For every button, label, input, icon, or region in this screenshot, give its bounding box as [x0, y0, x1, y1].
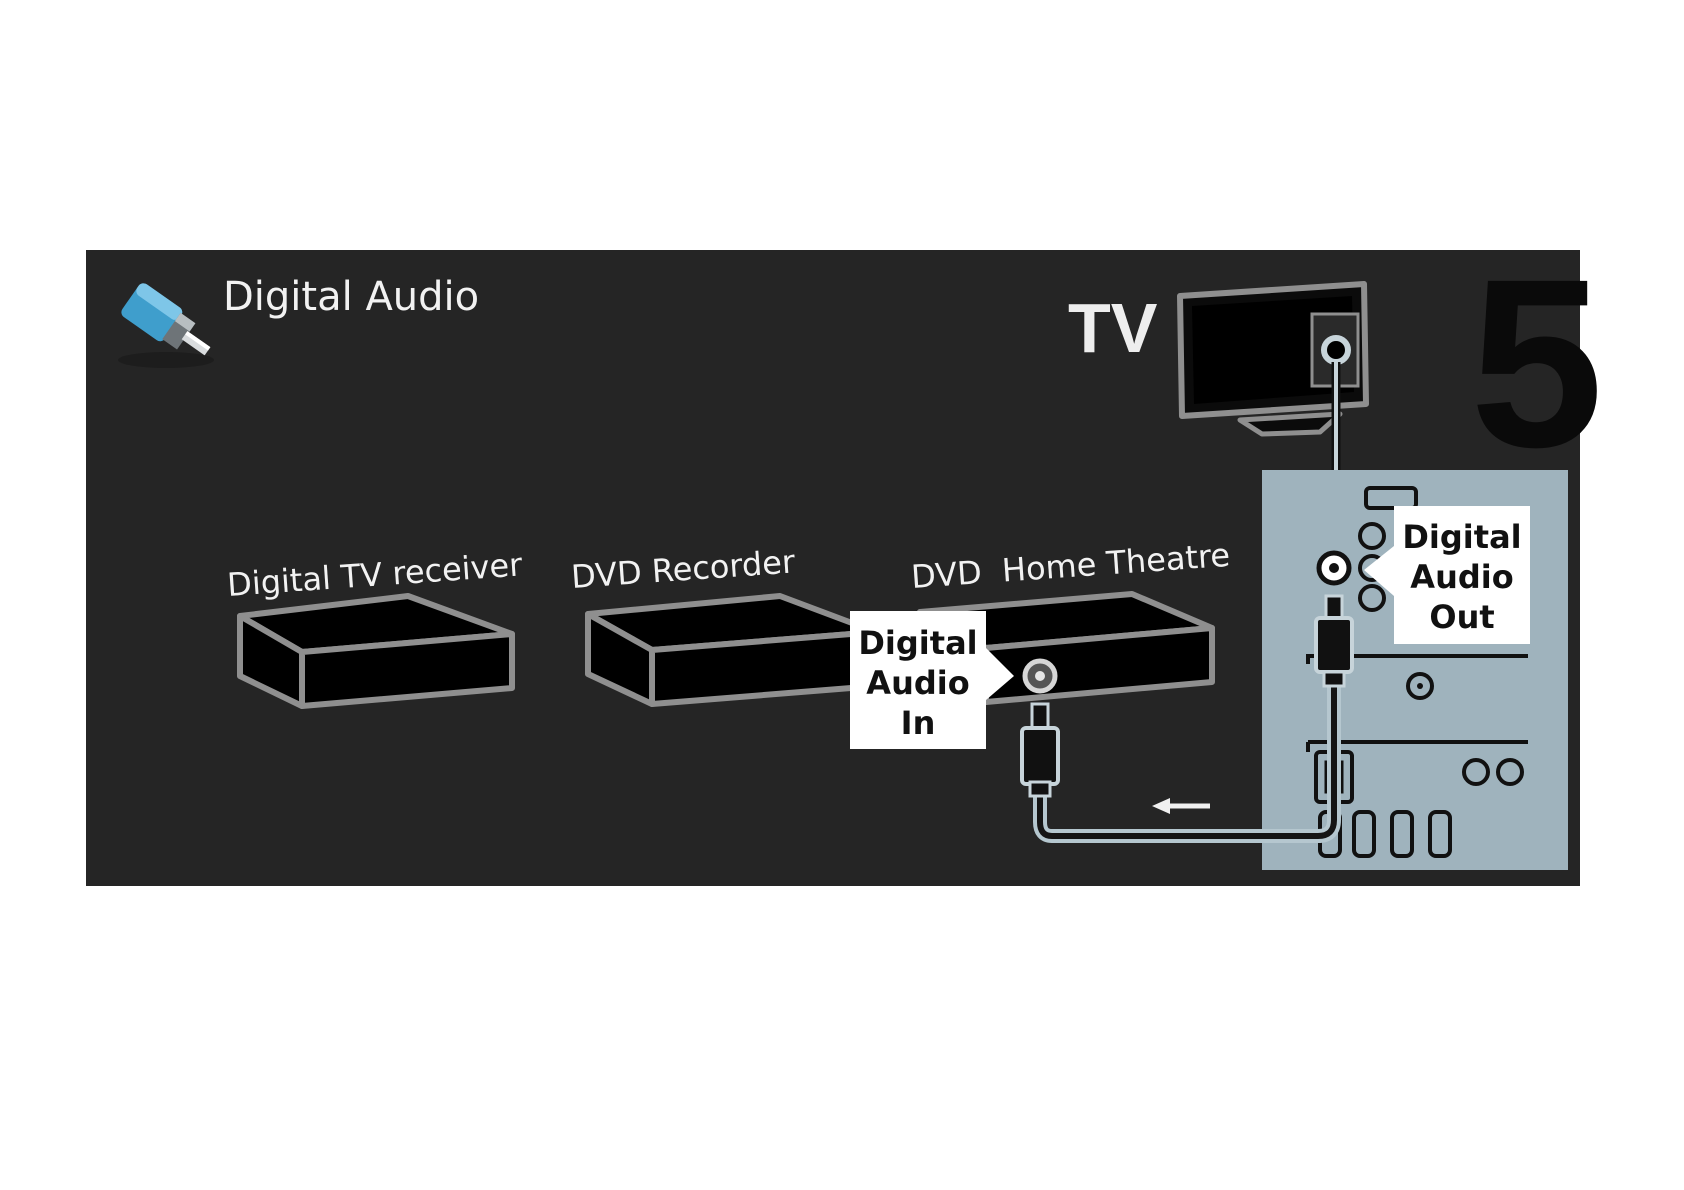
rca-plug-icon [118, 283, 214, 368]
signal-direction-arrow-icon [1152, 798, 1210, 814]
tv-icon [1177, 281, 1369, 437]
callout-out-line1: Digital [1402, 518, 1521, 556]
callout-digital-audio-out: Digital Audio Out [1364, 506, 1530, 644]
tv-label: TV [1068, 289, 1158, 367]
callout-out-line2: Audio [1410, 558, 1513, 596]
callout-in-line2: Audio [866, 664, 969, 702]
connector-hole-icon [1406, 672, 1434, 700]
callout-digital-audio-in: Digital Audio In [850, 611, 1014, 749]
hdmi-port-icon [1428, 810, 1452, 858]
page-title: Digital Audio [223, 274, 479, 320]
device-dvd-recorder [585, 593, 879, 707]
connector-hole-icon [1496, 758, 1524, 786]
callout-in-line1: Digital [858, 624, 977, 662]
callout-in-line3: In [901, 704, 936, 742]
tv-plug-icon [1314, 594, 1354, 688]
home-theatre-plug-icon [1020, 702, 1060, 798]
device-digital-tv-receiver [237, 593, 515, 709]
callout-out-line3: Out [1429, 598, 1494, 636]
step-number: 5 [1470, 229, 1603, 497]
connector-hole-icon [1358, 584, 1386, 612]
hdmi-port-icon [1390, 810, 1414, 858]
hdmi-port-icon [1352, 810, 1376, 858]
connector-hole-icon [1358, 522, 1386, 550]
connector-hole-icon [1462, 758, 1490, 786]
